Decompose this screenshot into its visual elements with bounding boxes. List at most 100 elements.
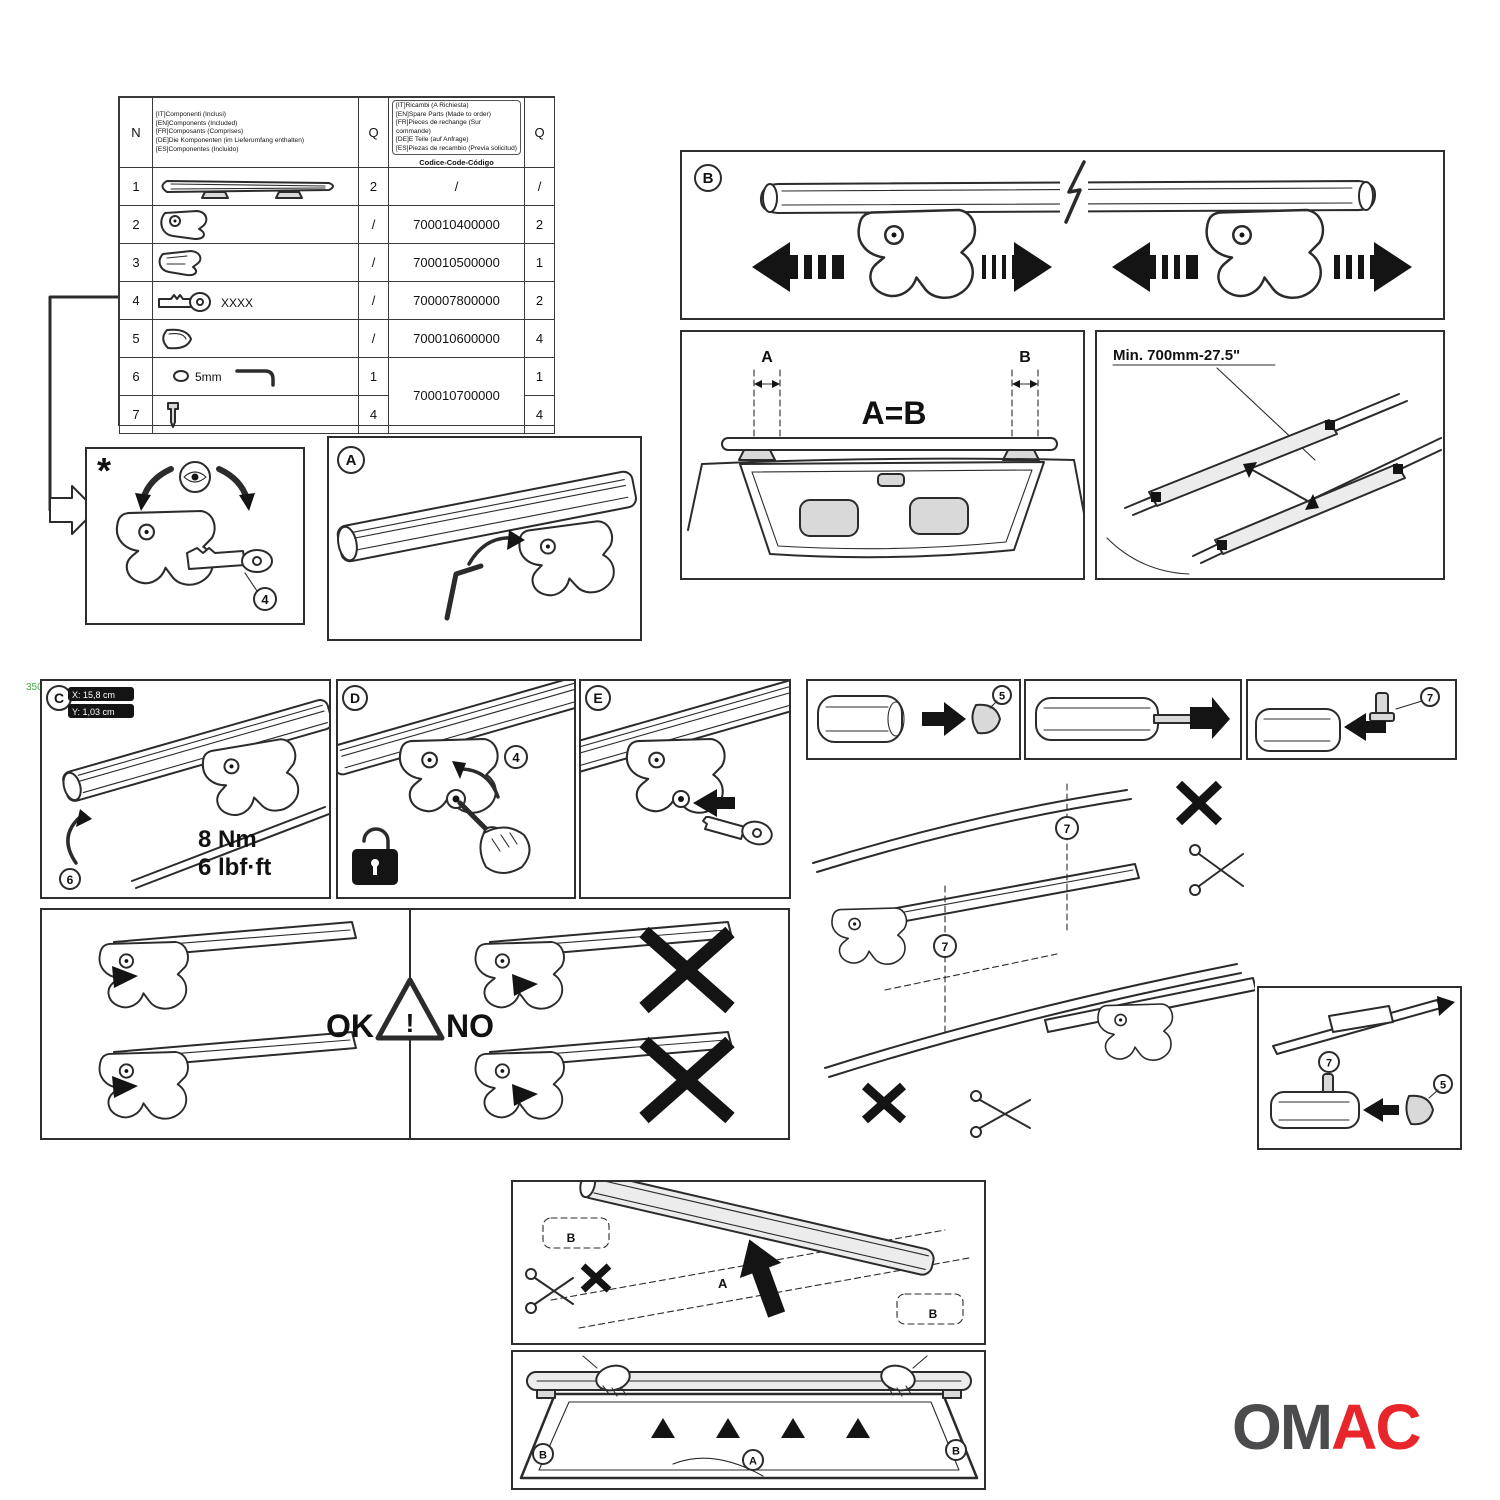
part-clamp-foot-icon [152, 205, 359, 245]
car-roof-front-view [687, 457, 1083, 559]
dim-b-label: B [929, 1307, 938, 1321]
bar-placement-illustration: B B A [525, 1182, 970, 1329]
ok-label: OK [326, 1008, 374, 1044]
included-line: [EN]Components (Included) [156, 119, 238, 127]
callout-5: 5 [1440, 1080, 1446, 1092]
included-line: [FR]Composants (Comprises) [156, 128, 244, 136]
part-fixing-pin-icon [152, 395, 359, 435]
callout-4: 4 [512, 750, 520, 765]
panel-e-badge [585, 685, 611, 711]
torque-illustration: C X: 15,8 cm Y: 1,03 cm 6 8 Nm 6 lbf·ft [46, 685, 329, 890]
row-qty: / [524, 167, 555, 207]
x-mark-icon [639, 926, 735, 1014]
torque-panel: C X: 15,8 cm Y: 1,03 cm 6 8 Nm 6 lbf·ft [40, 679, 331, 899]
eye-icon [179, 461, 211, 493]
callout-7: 7 [1064, 822, 1071, 836]
row-n: 1 [119, 167, 153, 207]
lift-arrow-icon [739, 1239, 786, 1318]
bracket-line [48, 295, 124, 512]
key-orientation-illustration: * 4 [97, 450, 277, 611]
car-body-hint [1106, 537, 1190, 575]
arrow-right-icon [922, 702, 966, 736]
clamp-foot-illustration [518, 520, 615, 597]
connector-bracket [48, 295, 124, 535]
lock-illustration: D 4 [338, 681, 574, 885]
allen-size-label: 5mm [195, 370, 222, 384]
row-code: 700010700000 [388, 357, 525, 435]
hook-arrow-icon [66, 809, 92, 865]
callout-5-badge [1433, 1074, 1453, 1094]
arrow-left-icon [1344, 713, 1386, 741]
row-qty: 2 [358, 167, 389, 207]
crossbar-illustration [336, 470, 637, 563]
spare-line: [IT]Ricambi (A Richiesta) [396, 102, 469, 109]
row-qty: 4 [524, 319, 555, 359]
mirror-shape [877, 473, 905, 487]
row-qty: / [358, 243, 389, 283]
x-mark-icon [639, 1036, 735, 1124]
included-line: [ES]Componentes (Incluido) [156, 145, 239, 153]
padlock-icon [352, 827, 398, 885]
parts-table: N [IT]Componenti (Inclusi) [EN]Component… [119, 96, 555, 435]
up-arrow-icon [716, 1418, 740, 1438]
big-arrow-icon [49, 485, 97, 535]
col-header-n: N [119, 96, 153, 169]
crossbar-on-roof [721, 437, 1058, 461]
roof-trim-diagram: 7 7 [812, 780, 1255, 1138]
panel-a-label: A [346, 452, 357, 469]
row-code: 700010600000 [388, 319, 525, 359]
grip-check-panel: OK ! NO [40, 908, 790, 1140]
tension-rod-panel [1024, 679, 1242, 760]
x-mark-icon [580, 1263, 612, 1293]
table-row: 3 / 700010500000 1 [119, 243, 555, 283]
key-illustration [186, 547, 273, 573]
key-in-hand-illustration [457, 800, 531, 874]
col-header-q-spare: Q [524, 96, 555, 169]
up-arrow-icon [781, 1418, 805, 1438]
part-end-cap-icon [152, 319, 359, 359]
rail-section-shape [1328, 1005, 1394, 1033]
bar-shape [1035, 697, 1159, 741]
guide-line [884, 953, 1058, 991]
callout-6: 6 [67, 873, 74, 887]
col-header-included: [IT]Componenti (Inclusi) [EN]Components … [152, 96, 359, 169]
callout-5-badge [992, 685, 1012, 705]
table-row: 6 5mm 1 700010700000 1 [119, 357, 555, 435]
allen-key-illustration: A [336, 446, 637, 621]
row-n: 7 [119, 395, 153, 435]
clamp-foot-illustration [201, 738, 300, 816]
clamp-foot-illustration [625, 737, 726, 814]
rear-view-illustration: B A B [519, 1355, 979, 1480]
x-mark-icon [861, 1082, 907, 1124]
dimension-a: A [753, 349, 781, 451]
pos-b-label: B [952, 1446, 960, 1458]
allen-key-icon [444, 530, 525, 621]
equation-label: A=B [862, 395, 927, 431]
panel-b-badge [694, 164, 722, 192]
rear-view-panel: B A B [511, 1350, 986, 1490]
col-header-spare: [IT]Ricambi (A Richiesta) [EN]Spare Part… [388, 96, 525, 169]
arrow-right-icon [982, 242, 1052, 292]
row-qty: / [358, 319, 389, 359]
row-code: 700010500000 [388, 243, 525, 283]
clamp-foot-illustration [857, 208, 977, 299]
row-qty: 2 [524, 281, 555, 321]
dim-a-label: A [718, 1276, 728, 1291]
lock-panel: D 4 [336, 679, 576, 899]
rail-end-detail-illustration: 7 5 [1270, 996, 1455, 1129]
row-n: 2 [119, 205, 153, 245]
part-key-icon: XXXX [152, 281, 359, 321]
panel-c-label: C [54, 690, 64, 706]
min-distance-label: Min. 700mm-27.5" [1113, 347, 1240, 364]
callout-7: 7 [1326, 1058, 1332, 1070]
tension-rod-illustration [1035, 697, 1230, 741]
end-cap-shape [971, 703, 1001, 735]
headrest-shape [799, 499, 859, 537]
headrest-shape [909, 497, 969, 535]
part-crossbar-icon [152, 167, 359, 207]
callout-4: 4 [261, 592, 269, 607]
fixing-pin-illustration: 7 [1255, 687, 1440, 752]
included-line: [IT]Componenti (Inclusi) [156, 111, 226, 119]
hand-icon [582, 1355, 631, 1397]
roof-rail-lines [812, 789, 1132, 873]
